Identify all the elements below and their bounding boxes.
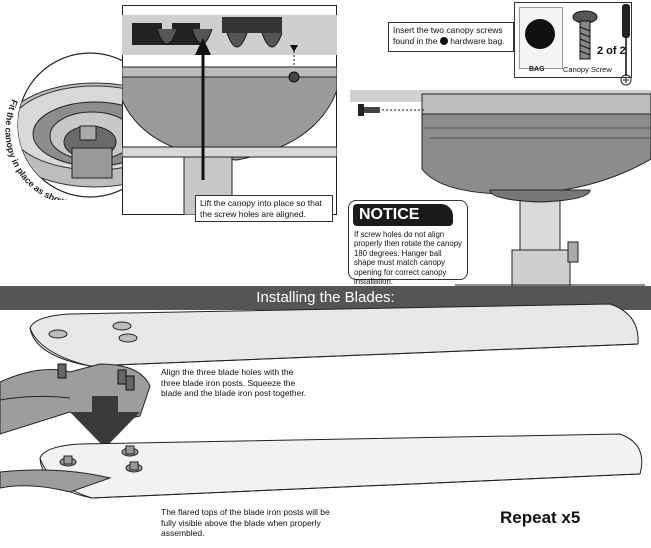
- blade-illustration: [0, 303, 643, 499]
- section-title: Installing the Blades:: [256, 289, 395, 306]
- screw-label: Canopy Screw: [563, 65, 612, 74]
- insert-caption: Insert the two canopy screws found in th…: [388, 22, 514, 52]
- align-caption: Align the three blade holes with the thr…: [161, 367, 311, 399]
- up-arrow-icon: [195, 38, 211, 180]
- down-arrow-icon: [70, 396, 140, 448]
- canopy-screw-icon: [572, 10, 598, 60]
- lift-caption: Lift the canopy into place so that the s…: [195, 195, 333, 222]
- canopy-screw-icon: [358, 104, 380, 116]
- bag-dot-icon: [439, 36, 448, 45]
- bag-dot: [525, 19, 555, 49]
- insert-caption-text: Insert the two canopy screws found in th…: [393, 25, 503, 46]
- canopy-lift-illustration: [122, 5, 337, 215]
- hardware-bag: BAG 2 of 2 Canopy Screw: [514, 2, 632, 78]
- flared-caption: The flared tops of the blade iron posts …: [161, 507, 341, 539]
- repeat-label: Repeat x5: [500, 508, 581, 527]
- insert-caption-end: hardware bag.: [450, 35, 505, 46]
- screwdriver-icon: [620, 4, 632, 86]
- canopy-screw-illustration: [350, 90, 651, 289]
- notice-text: If screw holes do not align properly the…: [354, 230, 462, 287]
- notice-heading: NOTICE: [353, 204, 453, 226]
- bag-label: BAG: [529, 66, 545, 73]
- screw-count: 2 of 2: [597, 45, 626, 57]
